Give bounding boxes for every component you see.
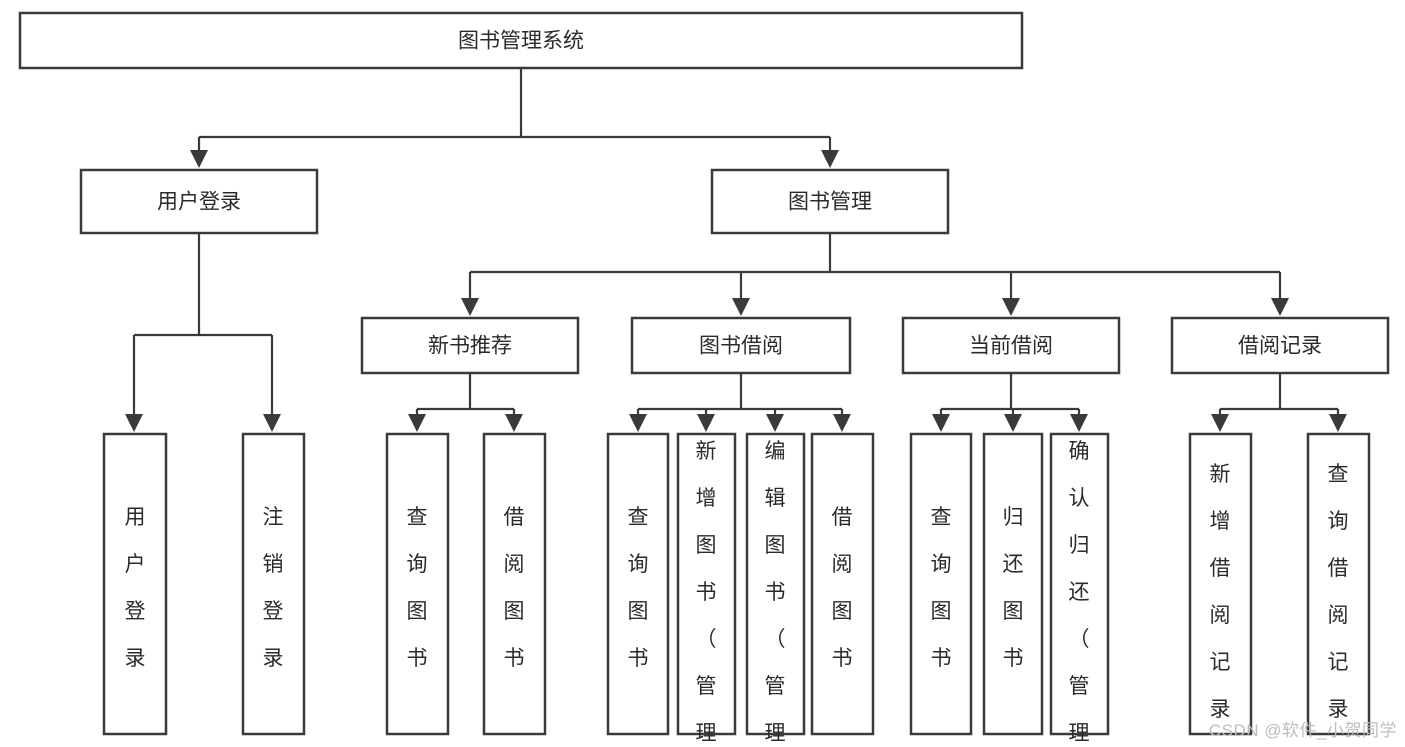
arrow-cb-to-leaf-3 — [1070, 414, 1088, 432]
leaf-query-record-label: 查询借阅记录 — [1328, 463, 1349, 721]
arrow-nb-to-leaf-1 — [408, 414, 426, 432]
node-root-label: 图书管理系统 — [458, 30, 584, 53]
leaf-return-book[interactable]: 归还图书 — [982, 432, 1044, 736]
leaf-add-book-label: 新增图书（管理员） — [696, 440, 717, 747]
arrow-cb-to-leaf-2 — [1004, 414, 1022, 432]
leaf-query-book-2[interactable]: 查询图书 — [606, 432, 670, 736]
arrow-bm-to-new-book — [461, 298, 479, 316]
node-borrow-record[interactable]: 借阅记录 — [1170, 316, 1390, 375]
node-new-book-recommend[interactable]: 新书推荐 — [360, 316, 580, 375]
leaf-add-record-box[interactable] — [1188, 432, 1253, 736]
leaf-borrow-book-1[interactable]: 借阅图书 — [482, 432, 547, 736]
leaf-query-book-1-label: 查询图书 — [407, 506, 428, 670]
arrow-root-to-user-login — [190, 150, 208, 168]
node-user-login-label: 用户登录 — [157, 191, 241, 214]
arrow-bm-to-book-borrow — [732, 298, 750, 316]
leaf-query-book-1-box[interactable] — [385, 432, 450, 736]
leaf-confirm-return-box[interactable] — [1049, 432, 1110, 736]
arrow-bm-to-borrow-record — [1271, 298, 1289, 316]
leaf-user-login-label: 用户登录 — [125, 506, 146, 670]
leaf-query-book-2-box[interactable] — [606, 432, 670, 736]
leaf-add-record-label: 新增借阅记录 — [1210, 463, 1231, 721]
leaf-borrow-book-2-box[interactable] — [810, 432, 875, 736]
node-current-borrow[interactable]: 当前借阅 — [901, 316, 1121, 375]
leaf-query-record[interactable]: 查询借阅记录 — [1306, 432, 1371, 736]
node-new-book-recommend-label: 新书推荐 — [428, 335, 512, 358]
arrow-bm-to-current-borrow — [1002, 298, 1020, 316]
arrow-bb-to-leaf-1 — [629, 414, 647, 432]
leaf-borrow-book-1-box[interactable] — [482, 432, 547, 736]
node-borrow-record-label: 借阅记录 — [1238, 335, 1322, 358]
arrow-user-login-to-leaf-2 — [263, 414, 281, 432]
arrow-br-to-leaf-1 — [1211, 414, 1229, 432]
leaf-logout[interactable]: 注销登录 — [241, 432, 306, 736]
arrow-bb-to-leaf-3 — [766, 414, 784, 432]
leaf-return-book-box[interactable] — [982, 432, 1044, 736]
node-book-management[interactable]: 图书管理 — [710, 168, 950, 235]
node-book-borrow-label: 图书借阅 — [699, 335, 783, 358]
leaf-query-book-3-box[interactable] — [909, 432, 973, 736]
arrow-bb-to-leaf-4 — [833, 414, 851, 432]
node-user-login-box[interactable] — [79, 168, 319, 235]
leaf-add-book[interactable]: 新增图书（管理员） — [676, 432, 737, 747]
node-borrow-record-box[interactable] — [1170, 316, 1390, 375]
leaf-logout-box[interactable] — [241, 432, 306, 736]
arrow-user-login-to-leaf-1 — [125, 414, 143, 432]
node-book-management-box[interactable] — [710, 168, 950, 235]
leaf-query-book-1[interactable]: 查询图书 — [385, 432, 450, 736]
leaf-user-login[interactable]: 用户登录 — [102, 432, 168, 736]
leaf-confirm-return[interactable]: 确认归还（管理员） — [1049, 432, 1110, 747]
leaf-return-book-label: 归还图书 — [1003, 506, 1024, 670]
connector-layer — [125, 68, 1347, 432]
node-book-borrow-box[interactable] — [630, 316, 852, 375]
leaf-borrow-book-1-label: 借阅图书 — [504, 506, 525, 670]
leaf-query-record-box[interactable] — [1306, 432, 1371, 736]
node-root-box[interactable] — [18, 11, 1024, 70]
leaf-borrow-book-2[interactable]: 借阅图书 — [810, 432, 875, 736]
leaf-query-book-3[interactable]: 查询图书 — [909, 432, 973, 736]
node-root[interactable]: 图书管理系统 — [18, 11, 1024, 70]
node-current-borrow-box[interactable] — [901, 316, 1121, 375]
leaf-query-book-2-label: 查询图书 — [628, 506, 649, 670]
leaf-logout-label: 注销登录 — [263, 506, 284, 670]
leaf-add-book-box[interactable] — [676, 432, 737, 736]
leaf-edit-book-label: 编辑图书（管理员） — [765, 440, 786, 747]
node-user-login[interactable]: 用户登录 — [79, 168, 319, 235]
arrow-nb-to-leaf-2 — [505, 414, 523, 432]
leaf-edit-book[interactable]: 编辑图书（管理员） — [745, 432, 806, 747]
arrow-root-to-book-management — [821, 150, 839, 168]
node-book-management-label: 图书管理 — [788, 191, 872, 214]
node-current-borrow-label: 当前借阅 — [969, 335, 1053, 358]
leaf-edit-book-box[interactable] — [745, 432, 806, 736]
arrow-br-to-leaf-2 — [1329, 414, 1347, 432]
arrow-bb-to-leaf-2 — [697, 414, 715, 432]
leaf-query-book-3-label: 查询图书 — [931, 506, 952, 670]
node-book-borrow[interactable]: 图书借阅 — [630, 316, 852, 375]
leaf-user-login-box[interactable] — [102, 432, 168, 736]
leaf-add-record[interactable]: 新增借阅记录 — [1188, 432, 1253, 736]
leaf-confirm-return-label: 确认归还（管理员） — [1069, 440, 1090, 747]
node-new-book-recommend-box[interactable] — [360, 316, 580, 375]
arrow-cb-to-leaf-1 — [932, 414, 950, 432]
leaf-borrow-book-2-label: 借阅图书 — [832, 506, 853, 670]
